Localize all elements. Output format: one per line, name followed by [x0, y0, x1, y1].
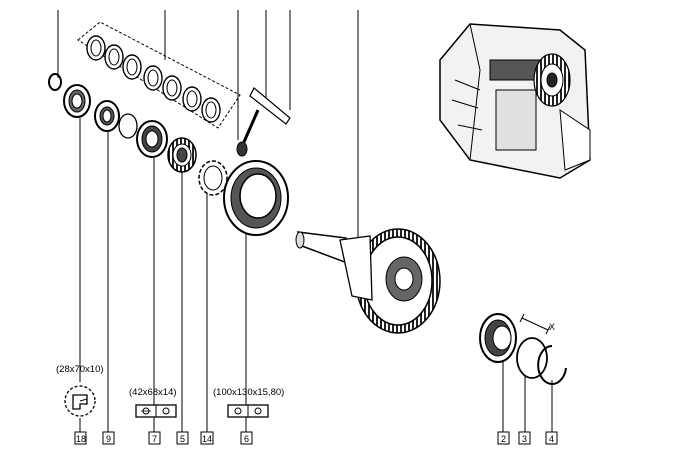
part-number-boxes	[74, 431, 558, 445]
shim-3	[516, 337, 548, 379]
bearing-large-dimension-caption: (100x130x15,80)	[213, 387, 284, 398]
leader-lines-top	[57, 10, 359, 238]
bearing-race-6	[223, 160, 289, 236]
part-label-9: 9	[106, 434, 111, 444]
bearing-7	[136, 120, 168, 158]
bearing-symbol-icon	[135, 404, 177, 418]
seal-dimension-caption: (28x70x10)	[56, 364, 104, 375]
shim-pack	[77, 21, 241, 129]
part-label-3: 3	[522, 434, 527, 444]
part-label-2: 2	[501, 434, 506, 444]
gearbox-illustration	[439, 23, 591, 179]
bearing-9	[94, 100, 120, 132]
bearing-small-dimension-caption: (42x68x14)	[129, 387, 177, 398]
thin-ring	[118, 113, 138, 139]
circlip-small	[48, 73, 62, 91]
drive-pinion	[236, 87, 291, 157]
bearing-2	[479, 313, 517, 363]
oil-seal	[63, 84, 91, 118]
part-label-6: 6	[244, 434, 249, 444]
x-mark-label: X	[549, 322, 555, 332]
bearing-symbol-icon-large	[227, 404, 269, 418]
part-label-14: 14	[202, 434, 212, 444]
differential-gear	[295, 228, 441, 334]
seal-symbol-icon	[64, 385, 96, 417]
bearing-5	[167, 137, 197, 173]
part-label-7: 7	[152, 434, 157, 444]
circlip-4	[537, 345, 567, 385]
leader-lines-bottom	[79, 118, 553, 432]
x-dimension-marker	[519, 313, 551, 335]
part-label-4: 4	[549, 434, 554, 444]
tab-washer	[198, 160, 228, 196]
part-label-18: 18	[76, 434, 86, 444]
part-label-5: 5	[180, 434, 185, 444]
